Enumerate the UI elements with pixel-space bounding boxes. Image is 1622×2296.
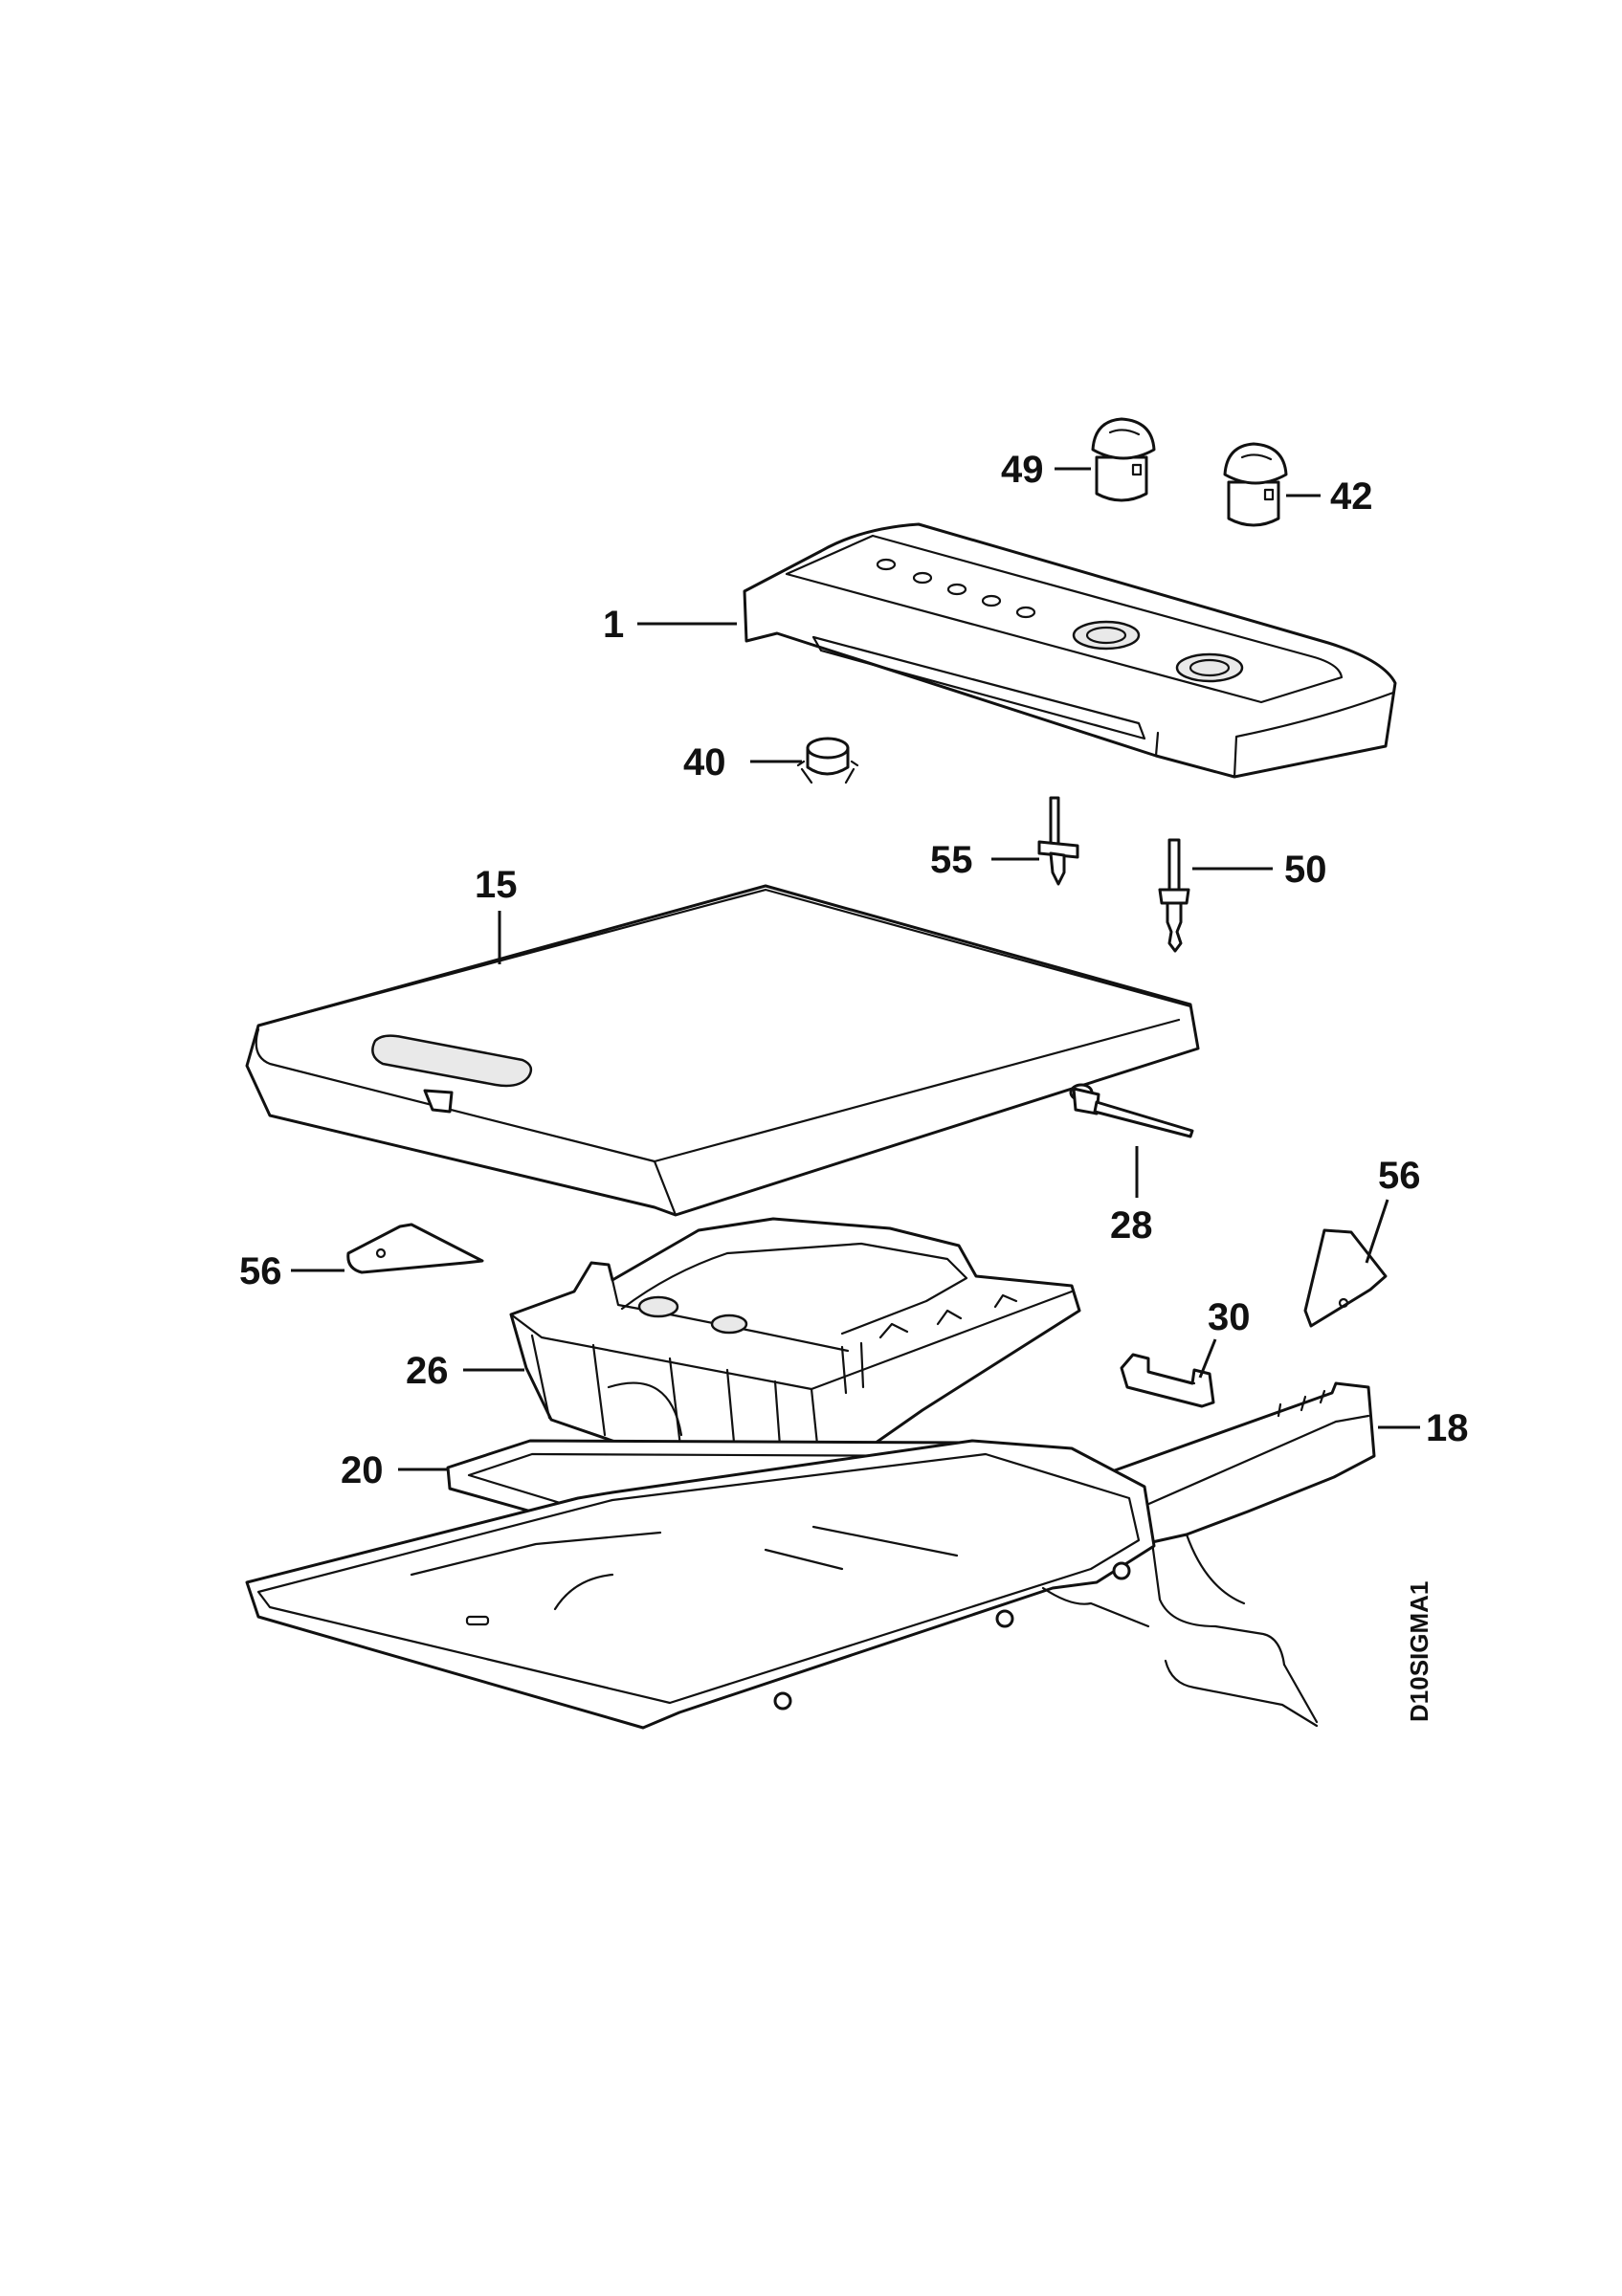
bottom-frame (245, 1439, 1156, 1730)
part-15-top-cover (245, 884, 1200, 1217)
part-28-pin (1069, 1083, 1194, 1138)
part-56-bracket-left (346, 1223, 484, 1274)
part-40-component (796, 737, 859, 784)
callout-49: 49 (1001, 449, 1044, 491)
diagram-code: D10SIGMA1 (1405, 1581, 1433, 1722)
leader-lines (291, 467, 1420, 1471)
part-49-knob (1091, 417, 1156, 502)
callout-15: 15 (475, 864, 518, 906)
part-1-control-panel (743, 522, 1397, 779)
callout-26: 26 (406, 1350, 449, 1392)
part-56-bracket-right (1303, 1228, 1388, 1328)
part-30-clip (1120, 1353, 1215, 1408)
part-55-clip (1037, 796, 1079, 886)
callout-40: 40 (683, 741, 726, 784)
part-26-detergent-drawer (509, 1217, 1081, 1490)
callout-55: 55 (930, 839, 973, 881)
callout-50: 50 (1284, 849, 1327, 891)
callout-56-right: 56 (1378, 1155, 1421, 1197)
part-50-pin (1158, 838, 1190, 953)
part-42-knob (1223, 442, 1288, 527)
callout-labels: 49 42 1 40 55 50 15 28 56 56 30 26 18 20 (239, 449, 1469, 1491)
callout-18: 18 (1426, 1407, 1469, 1449)
callout-42: 42 (1330, 475, 1373, 518)
callout-1: 1 (603, 604, 624, 646)
callout-56-left: 56 (239, 1250, 282, 1292)
callout-30: 30 (1208, 1296, 1251, 1338)
callout-28: 28 (1110, 1204, 1153, 1247)
callout-20: 20 (341, 1449, 384, 1491)
